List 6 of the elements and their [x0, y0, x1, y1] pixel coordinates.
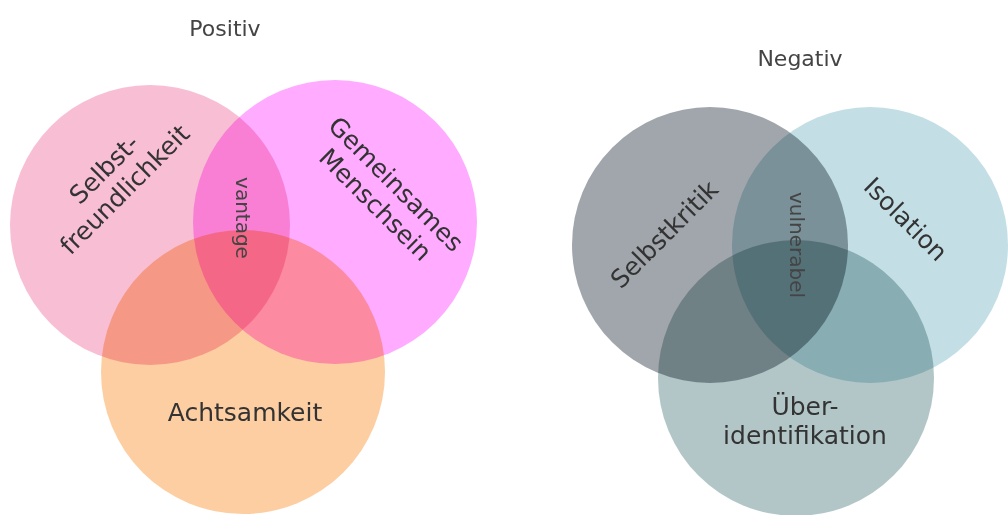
- circle-label: Über- identifikation: [723, 393, 887, 451]
- heading: Negativ: [757, 45, 843, 71]
- heading: Positiv: [189, 15, 261, 41]
- overlap-label: vantage: [231, 177, 255, 259]
- overlap-label: vulnerabel: [785, 191, 809, 299]
- circle-label: Achtsamkeit: [167, 398, 323, 428]
